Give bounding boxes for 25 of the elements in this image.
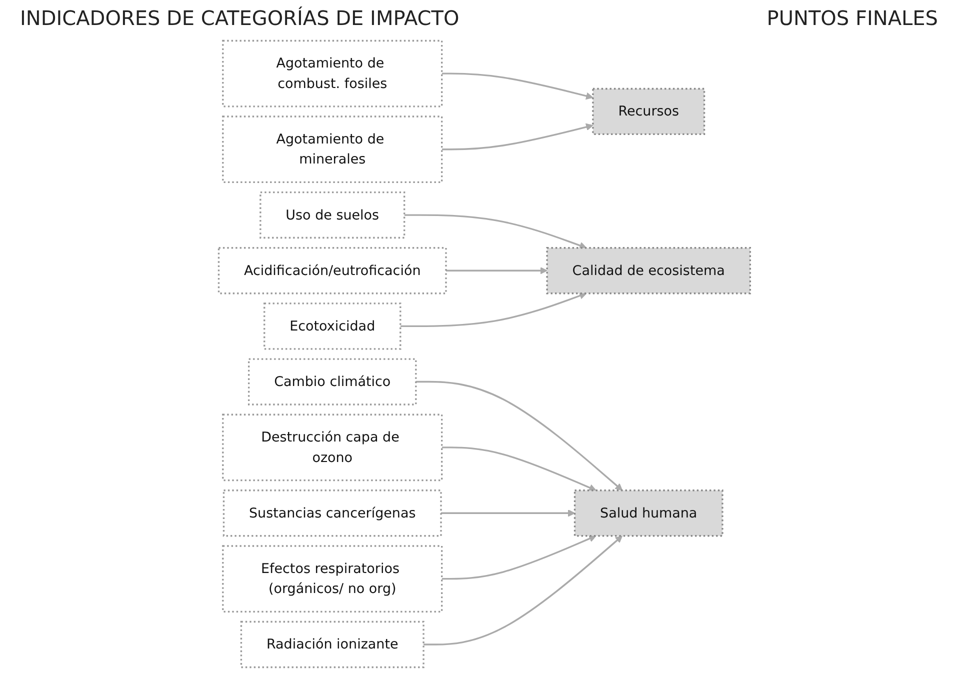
node-box: Calidad de ecosistema [546,247,751,294]
arrow [440,509,575,517]
node-box: Uso de suelos [259,191,405,239]
arrow [400,292,586,328]
arrow [441,72,593,100]
node-box: Cambio climático [248,358,416,406]
arrow [441,446,596,492]
node-box: Acidificación/eutroficación [217,247,446,294]
node-box: Agotamiento de minerales [222,116,442,184]
arrow [441,123,593,150]
arrow [415,380,622,491]
node-box: Agotamiento de combust. fosiles [222,40,442,108]
node-box: Salud humana [573,490,723,537]
arrow [446,266,547,274]
node-box: Ecotoxicidad [263,302,401,350]
arrow [441,535,596,580]
node-box: Destrucción capa de ozono [222,414,442,482]
column-heading: INDICADORES DE CATEGORÍAS DE IMPACTO [20,6,460,32]
node-box: Radiación ionizante [240,620,424,668]
node-box: Efectos respiratorios (orgánicos/ no org) [222,545,442,612]
arrow [404,214,586,250]
node-box: Sustancias cancerígenas [222,490,442,537]
node-box: Recursos [592,88,705,136]
arrow [423,536,622,646]
column-heading: PUNTOS FINALES [766,6,938,32]
